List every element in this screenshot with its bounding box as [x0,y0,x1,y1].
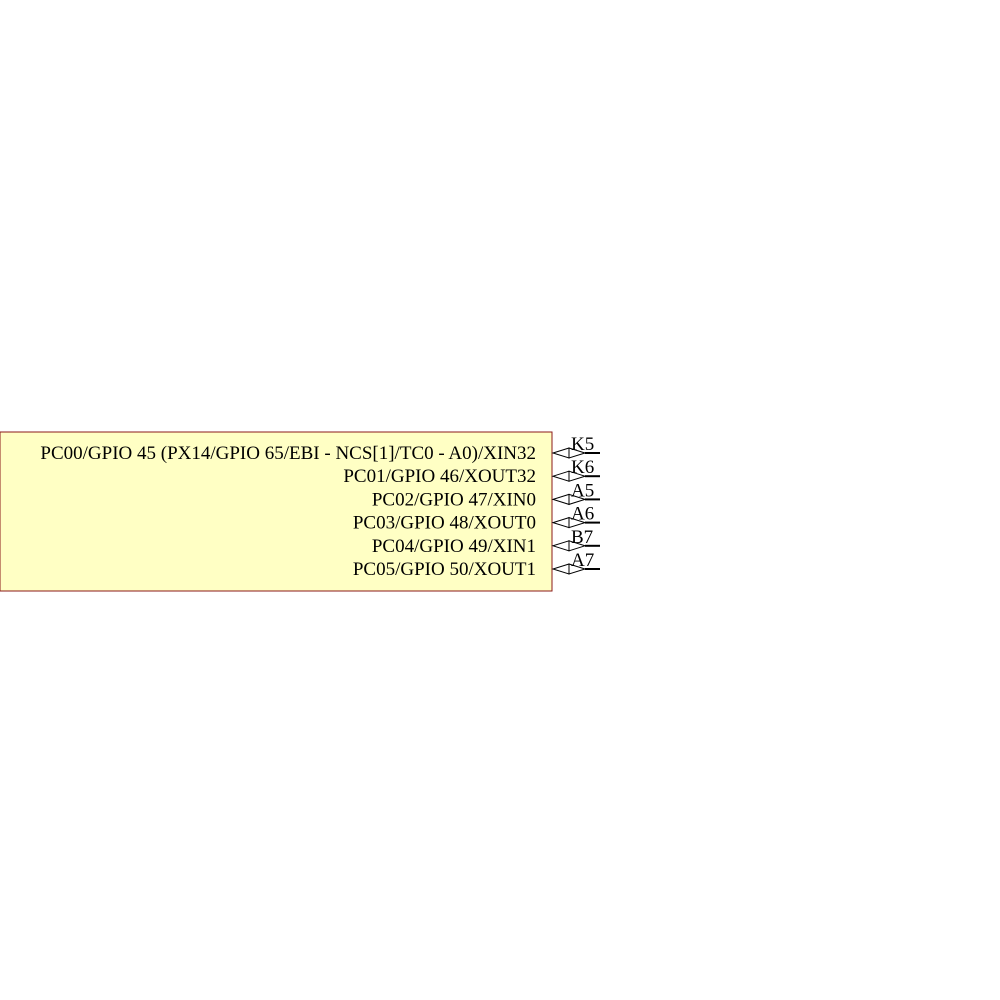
pin-number: A7 [571,550,594,571]
bidirectional-arrow-icon [551,540,587,552]
pin-number: A6 [571,504,594,525]
bidirectional-arrow-icon [551,563,587,575]
pin-number: K5 [571,434,594,455]
bidirectional-arrow-icon [551,447,587,459]
bidirectional-arrow-icon [551,470,587,482]
pin-label: PC01/GPIO 46/XOUT32 [343,466,536,487]
component-body [0,431,553,592]
pin-label: PC02/GPIO 47/XIN0 [372,489,536,510]
pin-number: B7 [571,527,593,548]
pin-label: PC05/GPIO 50/XOUT1 [353,559,536,580]
pins-group: PC00/GPIO 45 (PX14/GPIO 65/EBI - NCS[1]/… [40,434,600,580]
pin-label: PC03/GPIO 48/XOUT0 [353,513,536,534]
pin-label: PC00/GPIO 45 (PX14/GPIO 65/EBI - NCS[1]/… [40,443,536,464]
bidirectional-arrow-icon [551,516,587,529]
pin-number: A5 [571,480,594,501]
bidirectional-arrow-icon [551,493,587,506]
pin-number: K6 [571,457,594,478]
pin-label: PC04/GPIO 49/XIN1 [372,536,536,557]
